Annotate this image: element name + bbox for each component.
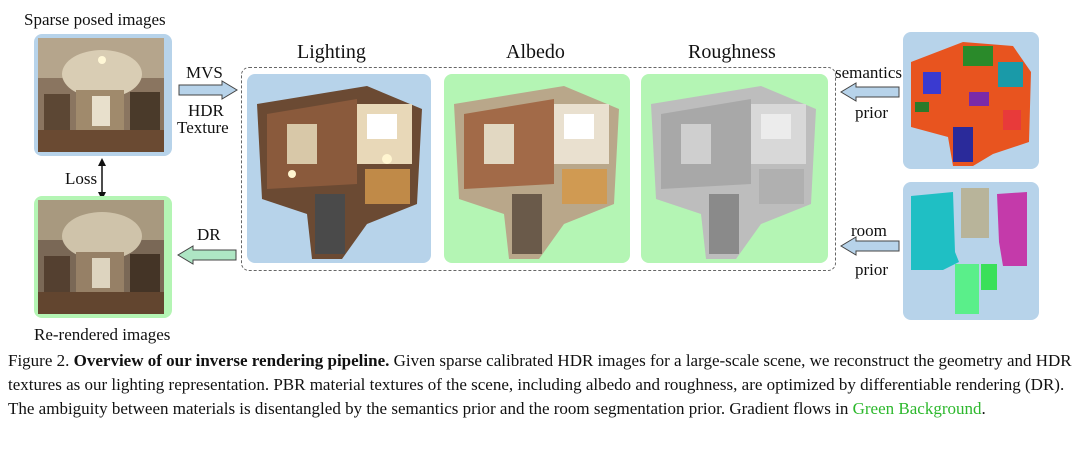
lighting-title: Lighting xyxy=(297,41,366,63)
roughness-panel xyxy=(641,74,828,263)
semantics-label: semantics xyxy=(835,63,903,82)
roughness-floorplan-image xyxy=(651,86,816,259)
rerendered-panel xyxy=(34,196,172,318)
panorama-image-bottom xyxy=(38,200,164,314)
caption-figure-number: Figure 2. xyxy=(8,351,70,370)
dr-arrow xyxy=(177,245,237,265)
sparse-posed-label: Sparse posed images xyxy=(24,10,166,29)
room-panel xyxy=(903,182,1039,320)
panorama-image-top xyxy=(38,38,164,152)
caption-green-background: Green Background xyxy=(852,399,982,418)
material-group-frame xyxy=(241,67,836,271)
lighting-panel xyxy=(247,74,431,263)
albedo-panel xyxy=(444,74,630,263)
hdr-label: HDR xyxy=(188,101,224,120)
caption-end: . xyxy=(981,399,986,418)
semantics-map-image xyxy=(911,42,1031,166)
sparse-posed-panel xyxy=(34,34,172,156)
caption-bold-title: Overview of our inverse rendering pipeli… xyxy=(73,351,390,370)
semantics-arrow xyxy=(840,82,900,102)
roughness-title: Roughness xyxy=(688,41,776,63)
albedo-floorplan-image xyxy=(454,86,619,259)
room-segmentation-image xyxy=(911,188,1027,314)
room-label: room xyxy=(851,221,887,240)
caption-body: Given sparse calibrated HDR images for a… xyxy=(8,351,1072,418)
albedo-title: Albedo xyxy=(506,41,565,63)
room-arrow xyxy=(840,236,900,256)
rerendered-label: Re-rendered images xyxy=(34,325,171,344)
semantics-panel xyxy=(903,32,1039,169)
texture-label: Texture xyxy=(177,118,229,137)
room-prior-label: prior xyxy=(855,260,889,279)
loss-label: Loss xyxy=(65,169,98,188)
dr-label: DR xyxy=(197,225,221,244)
lighting-floorplan-image xyxy=(257,86,422,259)
semantics-prior-label: prior xyxy=(855,103,889,122)
mvs-arrow xyxy=(178,80,238,100)
figure-caption: Figure 2. Overview of our inverse render… xyxy=(8,349,1074,421)
mvs-label: MVS xyxy=(186,63,223,82)
